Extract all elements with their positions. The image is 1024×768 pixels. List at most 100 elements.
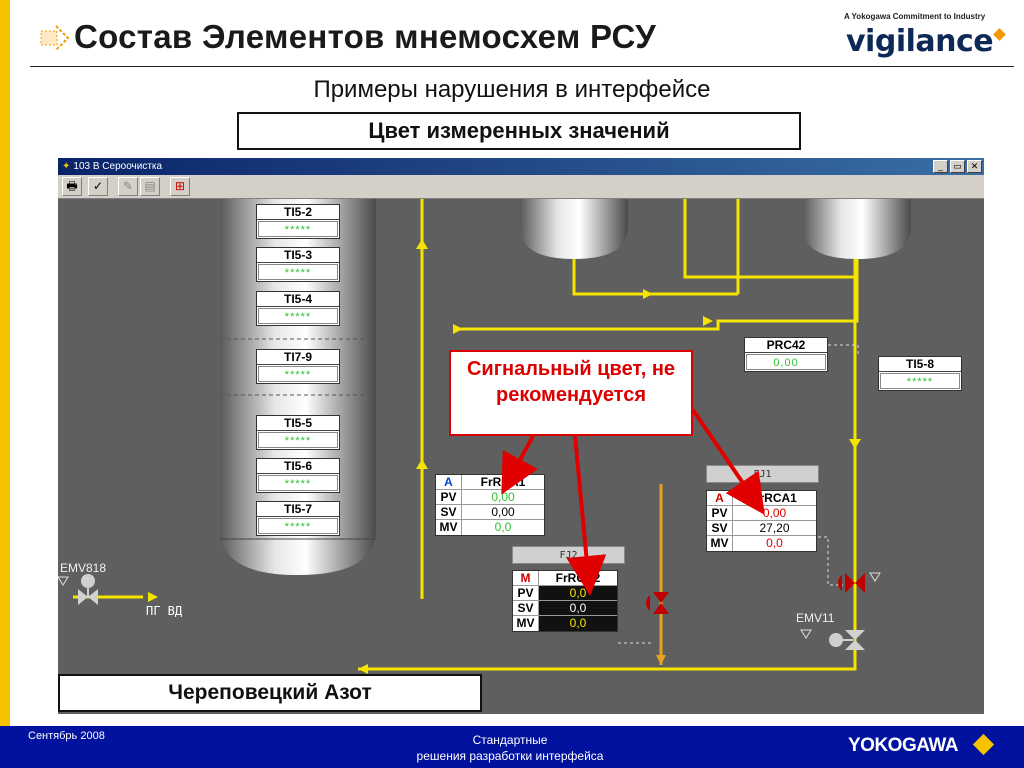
tag-name: TI5-4 (257, 292, 339, 307)
group-label-fj1: FJ1 (706, 465, 819, 483)
tag-value: 0,00 (746, 354, 826, 370)
faceplate-name: FrRCA1 (752, 491, 797, 505)
window-controls: _ ▭ ✕ (933, 160, 982, 173)
brand-diamond-icon (972, 733, 995, 756)
pv-value: 0,00 (491, 490, 515, 504)
tag-name: TI5-7 (257, 502, 339, 517)
tag-value: ***** (258, 475, 338, 491)
control-valve-fj2 (646, 592, 669, 614)
footer-line-2: решения разработки интерфейса (416, 749, 604, 763)
window-titlebar: ✦103 В Сероочистка (58, 158, 984, 175)
pv-label: PV (513, 586, 539, 600)
mv-value: 0,0 (494, 520, 512, 534)
sv-label: SV (436, 505, 462, 519)
acknowledge-button[interactable]: ✓ (88, 177, 108, 196)
tag-value: ***** (258, 264, 338, 280)
open-folder-button[interactable]: ▤ (140, 177, 160, 196)
valve-emv11 (800, 629, 865, 650)
faceplate-name: FrRCA1 (480, 475, 526, 489)
warning-callout: Сигнальный цвет, не рекомендуется (449, 350, 693, 436)
vessel-left (520, 199, 628, 259)
scada-window: ✦103 В Сероочистка _ ▭ ✕ 🖶 ✓ ✎ ▤ ⊞ (58, 158, 984, 714)
tag-value: ***** (258, 518, 338, 534)
window-title: 103 В Сероочистка (73, 161, 163, 172)
footer-title: Стандартные решения разработки интерфейс… (300, 732, 720, 764)
faceplate-frrca1-right[interactable]: A FrRCA1 PV 0,00 SV 27,20 MV 0,0 (706, 490, 817, 552)
brand-tagline: A Yokogawa Commitment to Industry (844, 12, 986, 21)
tag-ti5-7[interactable]: TI5-7 ***** (256, 501, 340, 536)
edit-button[interactable]: ✎ (118, 177, 138, 196)
brand-dot-icon (993, 28, 1006, 41)
group-label-fj2: FJ2 (512, 546, 625, 564)
pv-value: 0,00 (762, 506, 787, 520)
toolbar: 🖶 ✓ ✎ ▤ ⊞ (58, 175, 984, 199)
subtitle: Примеры нарушения в интерфейсе (313, 76, 711, 103)
title-divider (30, 66, 1014, 67)
sv-value: 27,20 (759, 521, 790, 535)
tag-name: TI7-9 (257, 350, 339, 365)
tag-name: TI5-2 (257, 205, 339, 220)
section-heading: Цвет измеренных значений (237, 112, 801, 150)
mimic-canvas: TI5-2 ***** TI5-3 ***** TI5-4 ***** TI7-… (58, 199, 984, 714)
tag-name: TI5-5 (257, 416, 339, 431)
tag-value: ***** (258, 432, 338, 448)
print-button[interactable]: 🖶 (62, 177, 82, 196)
flow-arrows (148, 239, 861, 674)
footer-line-1: Стандартные (472, 733, 548, 747)
yellow-piping (73, 199, 859, 671)
tag-value: ***** (880, 373, 960, 389)
tag-ti7-9[interactable]: TI7-9 ***** (256, 349, 340, 384)
close-button[interactable]: ✕ (967, 160, 982, 173)
mv-label: MV (707, 536, 733, 551)
mode-label: A (436, 475, 462, 489)
mode-label: M (513, 571, 539, 585)
sv-value: 0,00 (491, 505, 515, 519)
valve-label-emv818: EMV818 (60, 561, 107, 575)
mv-label: MV (513, 616, 539, 631)
tag-ti5-8[interactable]: TI5-8 ***** (878, 356, 962, 391)
sv-label: SV (707, 521, 733, 535)
control-valve-fj1 (838, 572, 881, 593)
tag-name: TI5-8 (879, 357, 961, 372)
footer-bar: Сентябрь 2008 Стандартные решения разраб… (0, 726, 1024, 768)
accent-bar (0, 0, 10, 726)
tag-name: TI5-6 (257, 459, 339, 474)
process-diagram (58, 199, 911, 674)
tag-ti5-2[interactable]: TI5-2 ***** (256, 204, 340, 239)
tag-ti5-4[interactable]: TI5-4 ***** (256, 291, 340, 326)
minimize-button[interactable]: _ (933, 160, 948, 173)
footer-date: Сентябрь 2008 (28, 730, 105, 742)
pv-label: PV (436, 490, 462, 504)
app-icon: ✦ (62, 161, 71, 172)
sv-label: SV (513, 601, 539, 615)
arrow-logo-icon (40, 25, 70, 51)
valve-emv818 (58, 574, 98, 605)
window-button[interactable]: ⊞ (170, 177, 190, 196)
orange-pipe (656, 484, 666, 665)
faceplate-frrca2[interactable]: M FrRCA2 PV 0,0 SV 0,0 MV 0,0 (512, 570, 618, 632)
faceplate-name: FrRCA2 (555, 571, 601, 585)
brand-logo: vigilance (846, 24, 994, 59)
mode-label: A (707, 491, 733, 505)
caption: Череповецкий Азот (58, 674, 482, 712)
mv-value: 0,0 (569, 616, 587, 630)
restore-button[interactable]: ▭ (950, 160, 965, 173)
page-title: Состав Элементов мнемосхем РСУ (74, 18, 657, 55)
tag-value: ***** (258, 221, 338, 237)
tag-ti5-5[interactable]: TI5-5 ***** (256, 415, 340, 450)
tag-ti5-3[interactable]: TI5-3 ***** (256, 247, 340, 282)
sv-value: 0,0 (569, 601, 587, 615)
tag-prc42[interactable]: PRC42 0,00 (744, 337, 828, 372)
mv-value: 0,0 (766, 536, 783, 550)
vessel-right (803, 199, 911, 259)
pv-value: 0,0 (569, 586, 587, 600)
mv-label: MV (436, 520, 462, 535)
valve-label-emv11: EMV11 (796, 611, 835, 625)
pv-label: PV (707, 506, 733, 520)
tag-name: TI5-3 (257, 248, 339, 263)
line-label-pgvd: ПГ ВД (146, 604, 183, 618)
faceplate-frrca1-left[interactable]: A FrRCA1 PV 0,00 SV 0,00 MV 0,0 (435, 474, 545, 536)
tag-value: ***** (258, 366, 338, 382)
tag-ti5-6[interactable]: TI5-6 ***** (256, 458, 340, 493)
